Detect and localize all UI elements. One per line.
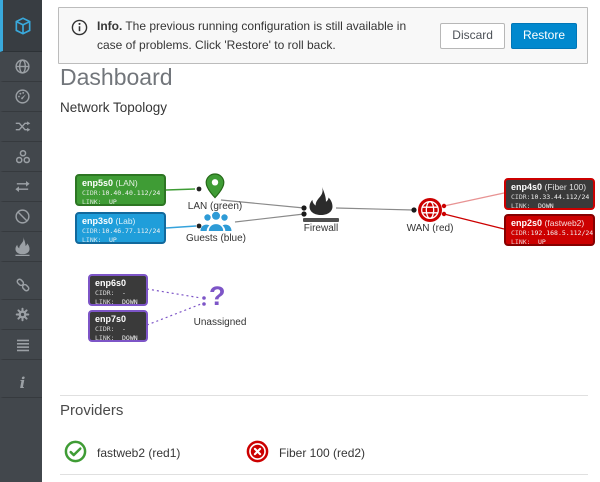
wan-node-label: WAN (red) (406, 223, 454, 234)
firewall-node-label: Firewall (303, 223, 339, 234)
topology-links-layer (146, 186, 505, 326)
provider-label: Fiber 100 (red2) (279, 446, 366, 460)
exchange-icon (14, 178, 31, 195)
sidebar-item-port-forward[interactable] (0, 172, 42, 202)
interface-box-enp7s0[interactable]: enp7s0 CIDR:- LINK:DOWN (88, 310, 148, 342)
interface-box-enp5s0[interactable]: enp5s0 (LAN) CIDR:10.40.40.112/24 LINK:U… (75, 174, 166, 206)
banner-body-text: The previous running configuration is st… (97, 19, 407, 53)
unassigned-question-icon[interactable]: ? (209, 281, 226, 311)
interface-name: enp7s0 (95, 314, 127, 324)
sidebar-item-blocked[interactable] (0, 202, 42, 232)
provider-label: fastweb2 (red1) (97, 446, 181, 460)
sidebar-item-objects[interactable] (0, 142, 42, 172)
sidebar-item-firewall[interactable] (0, 232, 42, 262)
topology-heading: Network Topology (60, 100, 168, 115)
interface-box-enp3s0[interactable]: enp3s0 (Lab) CIDR:10.46.77.112/24 LINK:U… (75, 212, 166, 244)
lan-node-label: LAN (green) (187, 201, 243, 212)
times-circle-icon (246, 440, 269, 466)
info-circle-icon (71, 19, 88, 41)
interface-box-enp4s0[interactable]: enp4s0 (Fiber 100) CIDR:10.33.44.112/24 … (504, 178, 595, 210)
interface-name: enp2s0 (511, 218, 543, 228)
firewall-base-bar (303, 218, 339, 222)
interface-name: enp4s0 (511, 182, 543, 192)
interface-name: enp5s0 (82, 178, 114, 188)
sidebar-item-connections[interactable] (0, 270, 42, 300)
firewall-flame-icon[interactable] (307, 187, 335, 223)
interface-box-enp2s0[interactable]: enp2s0 (fastweb2) CIDR:192.168.5.112/24 … (504, 214, 595, 246)
sidebar: i (0, 0, 42, 482)
guests-node-label: Guests (blue) (185, 233, 247, 244)
interface-box-enp6s0[interactable]: enp6s0 CIDR:- LINK:DOWN (88, 274, 148, 306)
network-topology-diagram: enp5s0 (LAN) CIDR:10.40.40.112/24 LINK:U… (42, 128, 600, 394)
sidebar-item-about[interactable]: i (0, 368, 42, 398)
provider-item-fiber100: Fiber 100 (red2) (246, 440, 365, 466)
restore-button[interactable]: Restore (510, 23, 577, 49)
provider-item-fastweb2: fastweb2 (red1) (64, 440, 180, 466)
shuffle-icon (14, 118, 31, 135)
guests-group-icon[interactable] (198, 210, 234, 239)
sidebar-item-logs[interactable] (0, 330, 42, 360)
interface-zone: (Lab) (115, 216, 136, 226)
sidebar-item-traffic-shaping[interactable] (0, 112, 42, 142)
link-icon (14, 276, 32, 294)
globe-icon (14, 58, 31, 75)
info-banner: Info.The previous running configuration … (58, 7, 588, 65)
interface-zone: (Fiber 100) (544, 182, 587, 192)
banner-title: Info. (97, 19, 123, 33)
gear-icon (14, 306, 31, 323)
section-divider (60, 395, 588, 396)
list-icon (15, 337, 31, 353)
interface-zone: (fastweb2) (544, 218, 585, 228)
ban-icon (14, 208, 31, 225)
check-circle-icon (64, 440, 87, 466)
wan-globe-icon[interactable] (417, 197, 443, 228)
unassigned-node-label: Unassigned (193, 317, 247, 328)
sidebar-item-settings[interactable] (0, 300, 42, 330)
banner-message: Info.The previous running configuration … (97, 17, 431, 55)
flame-icon (14, 237, 31, 256)
interface-name: enp3s0 (82, 216, 114, 226)
bottom-divider (60, 474, 588, 475)
nodes-icon (14, 148, 32, 166)
sidebar-group-divider (0, 262, 42, 270)
sidebar-group-divider (0, 360, 42, 368)
sidebar-item-dashboard[interactable] (0, 0, 42, 52)
discard-button[interactable]: Discard (440, 23, 505, 49)
sidebar-item-status[interactable] (0, 82, 42, 112)
info-icon: i (19, 373, 26, 392)
banner-actions: Discard Restore (440, 23, 577, 49)
main-content: Info.The previous running configuration … (42, 0, 600, 482)
interface-zone: (LAN) (115, 178, 138, 188)
cube-icon (13, 16, 33, 36)
lan-pin-icon[interactable] (204, 173, 226, 204)
providers-heading: Providers (60, 402, 124, 419)
sidebar-item-network[interactable] (0, 52, 42, 82)
page-title: Dashboard (60, 64, 173, 90)
interface-name: enp6s0 (95, 278, 127, 288)
gauge-icon (14, 88, 31, 105)
